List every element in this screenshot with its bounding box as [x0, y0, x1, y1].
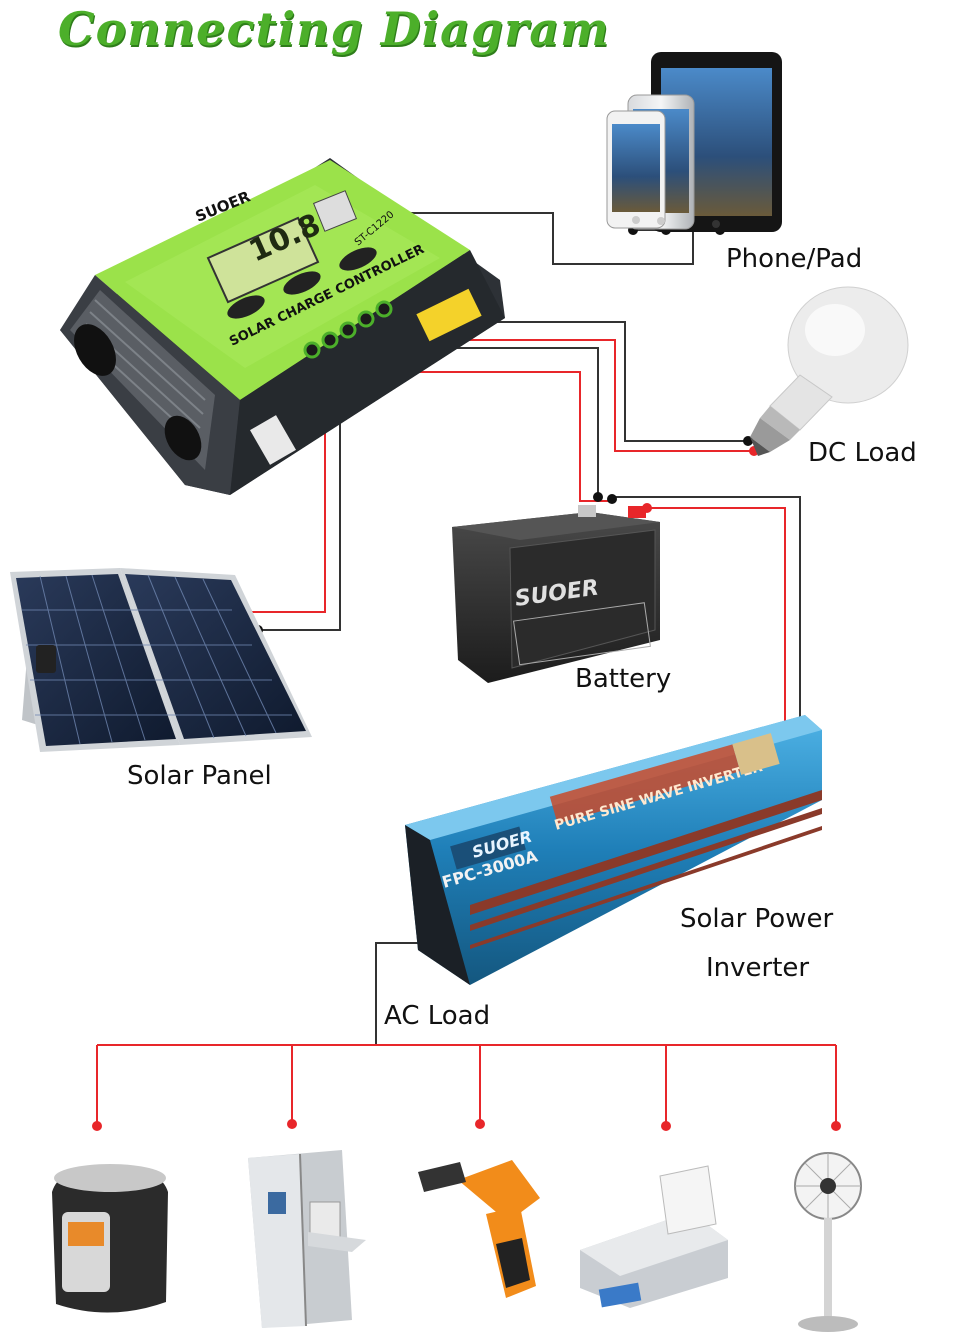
light-bulb	[750, 286, 909, 456]
phone-pad-label: Phone/Pad	[726, 244, 863, 274]
wire-ac-feed	[375, 942, 430, 1045]
battery-device: SUOER	[452, 505, 660, 683]
dc-load-label: DC Load	[808, 438, 917, 468]
inverter-label-line1: Solar Power	[680, 904, 834, 934]
wire-inverter-black	[612, 496, 801, 762]
inverter-label-line2: Inverter	[706, 953, 810, 983]
printer-icon	[580, 1165, 728, 1308]
rice-cooker-icon	[52, 1164, 168, 1313]
solar-panel-label: Solar Panel	[127, 761, 272, 791]
wire-panel-black	[258, 376, 341, 631]
ac-load-label: AC Load	[384, 1001, 491, 1031]
phone-pad-device	[606, 52, 782, 232]
solar-charge-controller: 10.8 SUOER ST-C1220 SOLAR CHARGE CONTROL…	[60, 158, 505, 495]
wire-inverter-red	[647, 507, 786, 738]
wire-panel-red	[247, 392, 326, 613]
standing-fan-icon	[794, 1152, 862, 1332]
battery-label: Battery	[575, 664, 672, 694]
inverter-device: SUOER FPC-3000A PURE SINE WAVE INVERTER	[405, 715, 822, 985]
wire-usb-phone	[352, 212, 694, 265]
refrigerator-icon	[248, 1150, 366, 1328]
page-title: Connecting Diagram	[58, 2, 610, 56]
wire-battery-red	[357, 371, 612, 502]
wire-dc-load-red	[399, 339, 754, 452]
solar-panel-device	[10, 568, 312, 752]
power-drill-icon	[418, 1160, 540, 1298]
